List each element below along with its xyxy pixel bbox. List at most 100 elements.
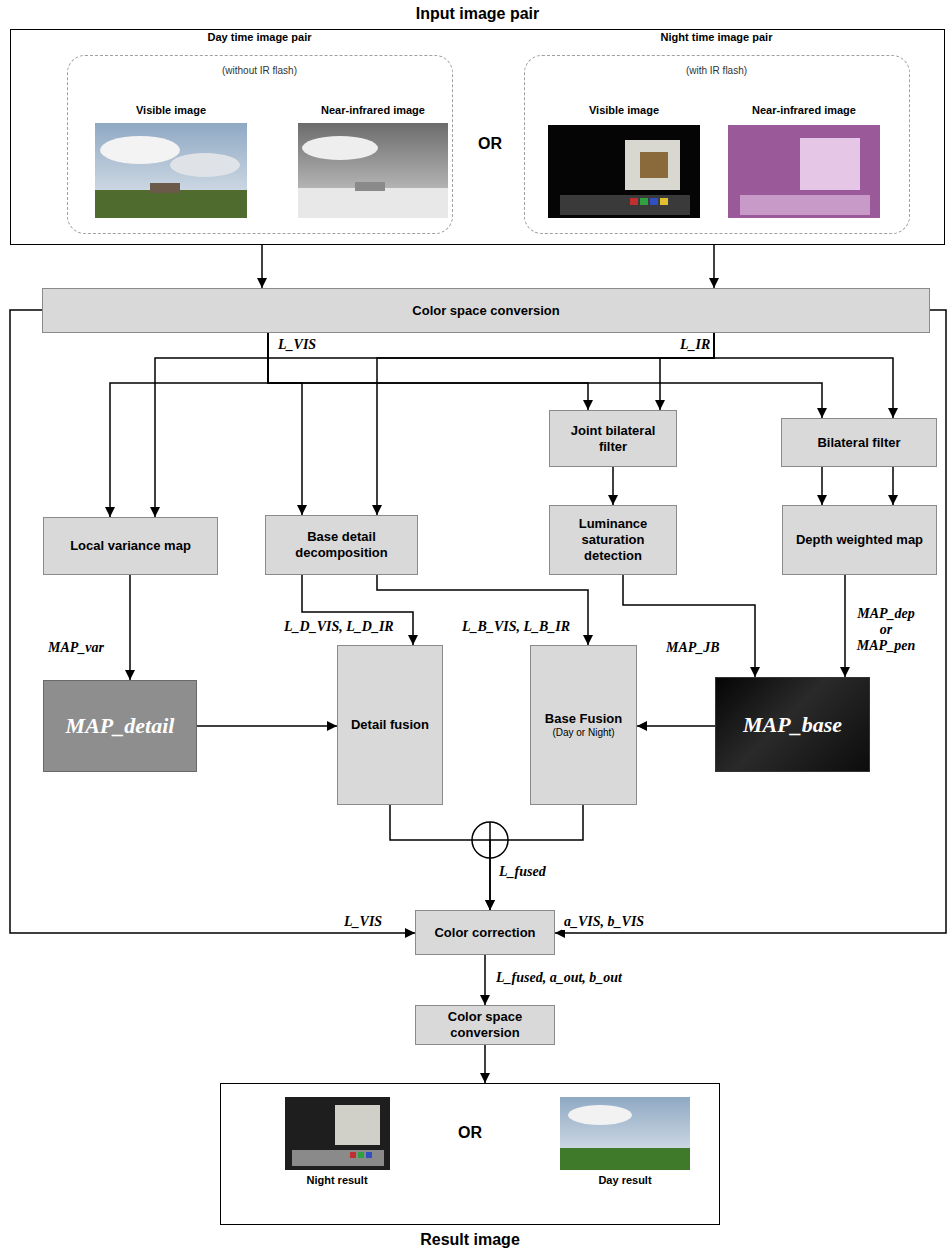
- image-caption: Visible image: [587, 104, 661, 116]
- flow-arrow: [844, 575, 846, 677]
- map-image: MAP_base: [715, 677, 870, 772]
- color-patch: [350, 1152, 356, 1158]
- flow-arrow: [714, 333, 893, 418]
- cloud: [100, 136, 180, 164]
- node-title: Color space conversion: [412, 303, 559, 319]
- flow-arrow: [390, 805, 490, 910]
- cloud: [170, 153, 240, 177]
- flow-arrow: [612, 467, 614, 505]
- sum-symbol-stroke: [489, 822, 491, 840]
- flow-arrow: [484, 955, 486, 1005]
- process-box: Detail fusion: [337, 645, 443, 805]
- flow-arrow: [377, 575, 588, 645]
- night-result-photo: [285, 1097, 390, 1170]
- flow-arrow: [197, 725, 337, 727]
- color-patch: [640, 198, 648, 205]
- process-box: Luminance saturation detection: [549, 505, 677, 575]
- process-band: Color space conversion: [42, 288, 930, 333]
- signal-name: L_fused: [497, 864, 548, 880]
- chart-board: [740, 195, 870, 215]
- image-caption: Night result: [304, 1174, 369, 1186]
- image-pair-group: Day time image pair(without IR flash): [67, 55, 453, 234]
- node-title: Base Fusion: [545, 711, 622, 727]
- node-title: Color space conversion: [422, 1009, 548, 1041]
- process-box: Bilateral filter: [781, 418, 937, 467]
- night-nir-photo: [728, 125, 880, 218]
- day-result-photo: [560, 1097, 690, 1170]
- flow-arrow: [484, 1045, 486, 1083]
- flow-arrow: [10, 310, 415, 933]
- process-box: Local variance map: [43, 517, 218, 575]
- target-box: [800, 138, 860, 190]
- process-box: Color correction: [415, 910, 555, 955]
- flow-arrow: [555, 310, 946, 933]
- process-box: Depth weighted map: [782, 505, 937, 575]
- image-caption: Near-infrared image: [750, 104, 858, 116]
- signal-name: L_D_VIS, L_D_IR: [282, 619, 396, 635]
- signal-name: MAP_var: [46, 640, 106, 656]
- day-visible-photo: [95, 123, 247, 218]
- node-title: Night time image pair: [525, 31, 909, 43]
- node-title: Day time image pair: [68, 31, 452, 43]
- node-title: Local variance map: [70, 538, 191, 554]
- node-title: Color correction: [434, 925, 535, 941]
- signal-name: MAP_JB: [664, 640, 722, 656]
- image-caption: Day result: [596, 1174, 653, 1186]
- process-box: Base detail decomposition: [265, 515, 418, 575]
- night-visible-photo: [548, 125, 700, 218]
- chart-board: [560, 195, 690, 215]
- flow-arrow: [660, 333, 714, 410]
- flow-arrow: [110, 333, 268, 517]
- day-nir-photo: [298, 123, 448, 218]
- color-patch: [630, 198, 638, 205]
- signal-name: L_VIS: [342, 914, 384, 930]
- node-title: Base detail decomposition: [272, 529, 411, 561]
- cloud: [568, 1105, 632, 1125]
- house: [150, 183, 180, 193]
- process-box: Color space conversion: [415, 1005, 555, 1045]
- flow-arrow: [268, 333, 822, 418]
- flow-arrow: [261, 245, 263, 288]
- flow-arrow: [637, 725, 715, 727]
- node-subtitle: (Day or Night): [552, 727, 614, 739]
- flow-arrow: [268, 333, 588, 410]
- image-caption: Visible image: [134, 104, 208, 116]
- ground: [560, 1148, 690, 1170]
- flow-arrow: [155, 333, 714, 517]
- flow-arrow: [490, 805, 583, 910]
- signal-name: a_VIS, b_VIS: [562, 914, 646, 930]
- signal-name: L_fused, a_out, b_out: [494, 970, 624, 986]
- flow-arrow: [129, 575, 131, 680]
- color-patch: [650, 198, 658, 205]
- flow-arrow: [268, 333, 302, 515]
- node-title: Bilateral filter: [817, 435, 900, 451]
- flow-arrow: [377, 333, 714, 515]
- node-title: Depth weighted map: [796, 532, 923, 548]
- image-caption: Near-infrared image: [319, 104, 427, 116]
- node-title: Input image pair: [11, 5, 944, 23]
- target-box: [625, 140, 680, 190]
- map-image: MAP_detail: [43, 680, 197, 772]
- or-separator: OR: [476, 135, 504, 153]
- signal-name: L_IR: [678, 337, 712, 353]
- node-title: Detail fusion: [351, 717, 429, 733]
- flow-arrow: [821, 467, 823, 505]
- color-patch: [660, 198, 668, 205]
- color-patch: [358, 1152, 364, 1158]
- target-box: [335, 1105, 380, 1145]
- poster: [640, 152, 668, 178]
- signal-name: L_B_VIS, L_B_IR: [460, 619, 572, 635]
- node-title: MAP_base: [743, 712, 842, 738]
- node-subtitle: (with IR flash): [686, 65, 747, 76]
- node-title: Luminance saturation detection: [556, 516, 670, 564]
- flow-arrow: [892, 467, 894, 505]
- house: [355, 182, 385, 191]
- or-separator: OR: [456, 1124, 484, 1142]
- node-title: MAP_detail: [66, 713, 175, 739]
- node-title: Result image: [221, 1231, 719, 1249]
- signal-name: MAP_dep or MAP_pen: [852, 606, 920, 654]
- process-box: Base Fusion(Day or Night): [530, 645, 637, 805]
- ground: [95, 190, 247, 218]
- chart-board: [292, 1150, 384, 1166]
